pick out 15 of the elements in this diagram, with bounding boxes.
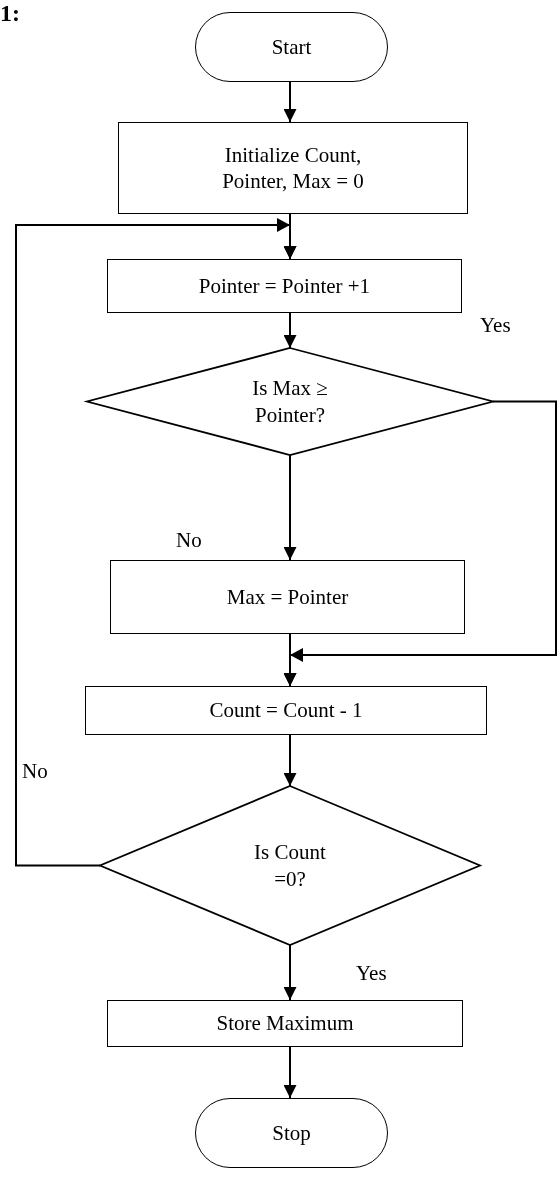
- node-text: Is Count =0?: [253, 839, 327, 892]
- node-text: Max = Pointer: [225, 583, 350, 611]
- process-box: [107, 1000, 463, 1047]
- node-text: Start: [270, 33, 313, 61]
- decision-diamond: [100, 786, 480, 945]
- process-box: [85, 686, 487, 735]
- node-text: Count = Count - 1: [208, 697, 364, 724]
- heading: 1:: [0, 0, 20, 27]
- node-text: Store Maximum: [215, 1010, 355, 1037]
- process-box: [110, 560, 465, 634]
- node-text: Initialize Count, Pointer, Max = 0: [221, 141, 365, 195]
- process-box: [107, 259, 462, 313]
- node-text: Stop: [271, 1119, 312, 1147]
- process-box: [118, 122, 468, 214]
- node-text: Pointer = Pointer +1: [197, 272, 372, 300]
